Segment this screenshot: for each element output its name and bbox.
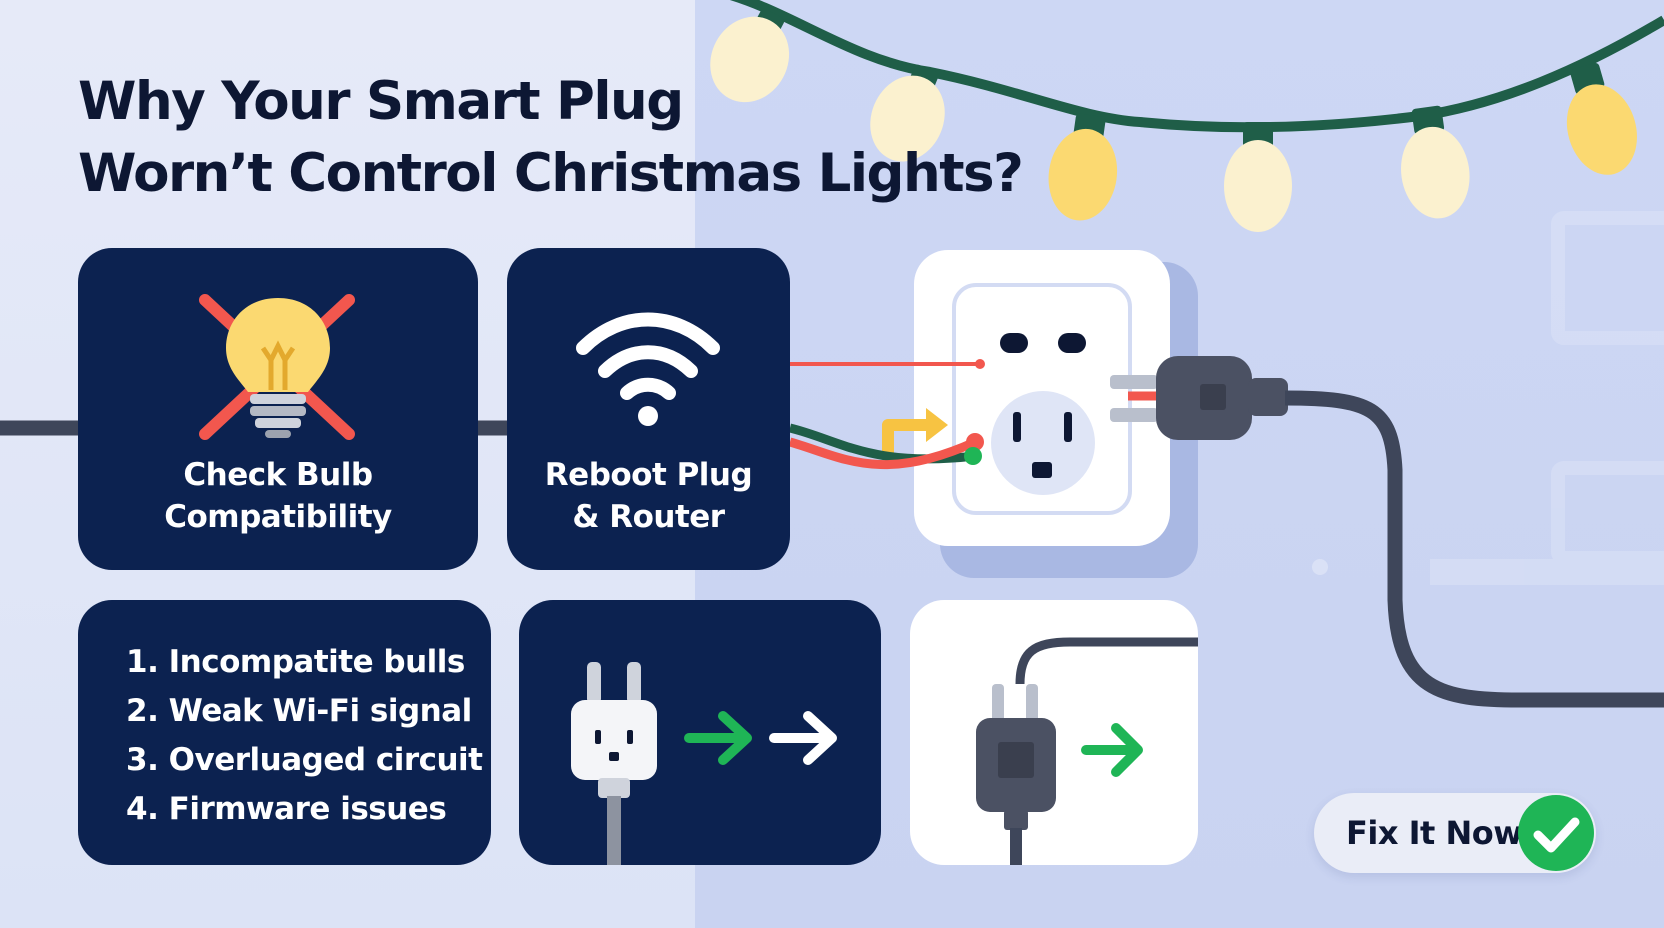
list-item: 1. Incompatite bulls xyxy=(126,644,465,680)
red-wire-end xyxy=(966,433,984,451)
yellow-arrow xyxy=(882,419,930,455)
check-circle-icon xyxy=(1518,795,1594,871)
plug-arrows-card xyxy=(519,600,881,865)
reboot-label-line-1: Reboot Plug xyxy=(544,457,753,493)
check-bulb-card: Check Bulb Compatibility xyxy=(78,248,478,570)
page-title: Why Your Smart Plug Worn’t Control Chris… xyxy=(78,66,1024,210)
red-wire xyxy=(788,437,977,470)
check-bulb-label-line-1: Check Bulb xyxy=(183,457,373,493)
reboot-label-line-2: & Router xyxy=(572,499,725,535)
yellow-arrow-head xyxy=(926,408,948,442)
fix-it-now-label: Fix It Now xyxy=(1346,814,1523,852)
green-wire-end xyxy=(964,447,982,465)
red-arrow-dot xyxy=(975,359,985,369)
list-item: 4. Firmware issues xyxy=(126,791,447,827)
title-line-1: Why Your Smart Plug xyxy=(78,71,684,132)
background-dot xyxy=(1312,559,1328,575)
plug-arrow-icon xyxy=(571,662,837,865)
unplug-arrow-icon xyxy=(976,637,1198,865)
background-shelf xyxy=(1430,211,1664,585)
crossed-bulb-icon xyxy=(199,294,355,440)
reboot-label: Reboot Plug & Router xyxy=(507,454,790,538)
check-bulb-label: Check Bulb Compatibility xyxy=(78,454,478,538)
check-bulb-label-line-2: Compatibility xyxy=(164,499,392,535)
title-line-2: Worn’t Control Christmas Lights? xyxy=(78,143,1024,204)
unplug-card xyxy=(910,600,1198,865)
list-item: 2. Weak Wi-Fi signal xyxy=(126,693,472,729)
reasons-list: 1. Incompatite bulls 2. Weak Wi-Fi signa… xyxy=(126,638,483,834)
inserted-plug xyxy=(1110,356,1288,440)
wifi-icon xyxy=(576,312,720,426)
power-cord xyxy=(1284,390,1664,708)
string-lights-cord xyxy=(729,0,1664,133)
list-item: 3. Overluaged circuit xyxy=(126,742,483,778)
fix-it-now-button[interactable]: Fix It Now xyxy=(1314,793,1596,873)
christmas-bulbs xyxy=(710,8,1637,232)
reboot-card: Reboot Plug & Router xyxy=(507,248,790,570)
reasons-card: 1. Incompatite bulls 2. Weak Wi-Fi signa… xyxy=(78,600,491,865)
wall-outlet xyxy=(914,250,1198,578)
